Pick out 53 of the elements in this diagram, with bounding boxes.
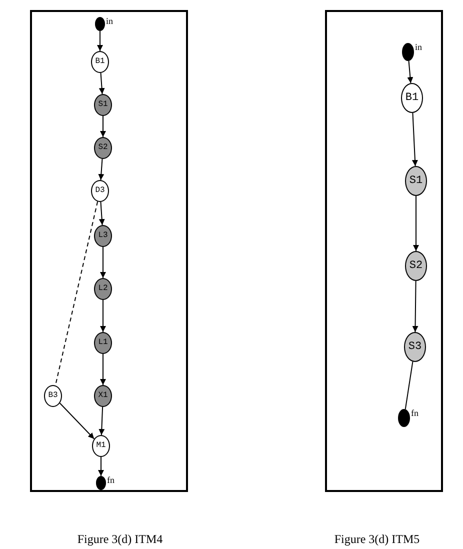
arrow (98, 72, 105, 95)
state-node (94, 332, 112, 354)
node-label: S2 (409, 260, 423, 272)
terminal-dot (398, 409, 410, 427)
node-label: X1 (98, 392, 108, 400)
arrow (98, 406, 105, 436)
figure-caption: Figure 3(d) ITM5 (333, 532, 421, 547)
state-node (401, 83, 423, 113)
terminal-dot (95, 17, 105, 31)
arrow (407, 60, 414, 84)
arrow (59, 402, 95, 440)
node-label: S1 (409, 176, 423, 186)
state-node (92, 435, 110, 457)
state-node (91, 180, 109, 202)
state-node (405, 251, 427, 281)
node-label: S2 (98, 144, 108, 152)
arrow (412, 280, 418, 332)
state-node (94, 225, 112, 247)
node-label: D3 (95, 187, 105, 195)
node-label: B1 (95, 58, 105, 66)
arrow (98, 158, 104, 181)
arrow (98, 201, 105, 226)
arrow (100, 116, 106, 138)
arrow (413, 196, 419, 252)
node-label: S3 (408, 342, 422, 352)
node-label: L2 (98, 285, 108, 293)
state-node (91, 51, 109, 73)
node-annotation: fn (107, 476, 114, 485)
state-node (94, 385, 112, 407)
node-label: L1 (98, 339, 108, 347)
node-annotation: in (106, 17, 114, 26)
arrow (100, 354, 106, 386)
arrow (97, 30, 103, 52)
state-node (404, 332, 426, 362)
terminal-dot (402, 43, 414, 61)
node-label: S1 (98, 101, 108, 109)
state-node (405, 166, 427, 196)
state-node (94, 137, 112, 159)
arrow (412, 112, 418, 167)
node-label: L3 (98, 232, 108, 240)
state-node (44, 385, 62, 407)
node-annotation: in (415, 43, 422, 52)
node-label: M1 (96, 442, 106, 450)
arrow (100, 300, 106, 332)
arrow (98, 456, 104, 476)
arrow (100, 246, 106, 278)
state-node (94, 278, 112, 300)
state-node (94, 94, 112, 116)
node-label: B1 (405, 92, 419, 104)
node-label: B3 (48, 392, 58, 400)
node-annotation: fn (411, 409, 418, 418)
terminal-dot (96, 476, 106, 490)
figure-caption: Figure 3(d) ITM4 (76, 532, 164, 547)
